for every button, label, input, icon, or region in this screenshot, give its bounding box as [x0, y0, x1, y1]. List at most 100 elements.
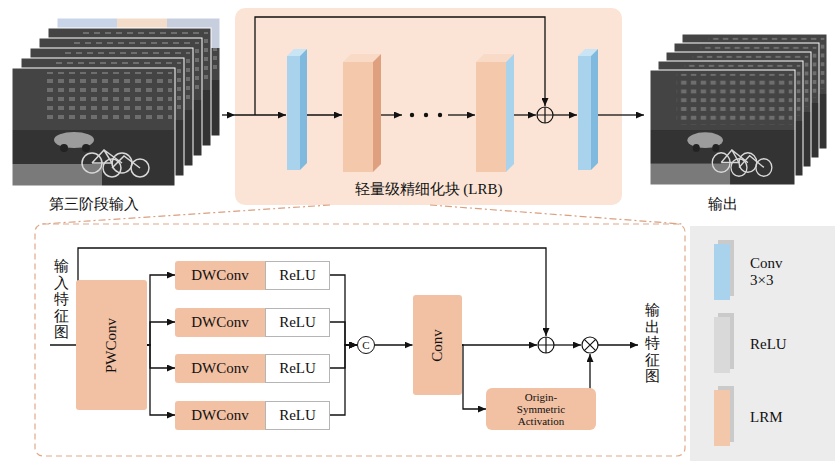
add-symbol — [537, 107, 553, 123]
dwconv-box: DWConv — [175, 401, 265, 430]
output-image-stack — [650, 70, 795, 185]
connector-arrow — [147, 322, 175, 345]
connector-arrow — [147, 345, 175, 415]
legend-text: LRM — [750, 409, 794, 426]
node-text: DWConv — [191, 267, 249, 284]
connector-arrow — [375, 344, 413, 345]
zoom-guide — [430, 205, 682, 224]
connector-arrow — [622, 114, 644, 115]
conv-block — [287, 56, 300, 170]
lrb-panel — [235, 8, 622, 205]
conv-block — [300, 49, 307, 170]
activation-box: Origin-Symmetric Activation — [486, 388, 596, 430]
conv-block — [578, 56, 591, 170]
pwconv-box: PWConv — [76, 280, 147, 410]
detail-wires — [554, 344, 581, 345]
lrm-block — [343, 54, 381, 172]
legend-label: ReLU — [750, 336, 794, 353]
connector-arrow — [330, 345, 357, 368]
input-image: 第三阶段输入 — [6, 4, 222, 218]
dwconv-box: DWConv — [175, 308, 265, 337]
node-text: ReLU — [279, 407, 316, 424]
node-text: 输出 — [650, 195, 795, 214]
add-symbol — [538, 337, 554, 353]
lrm-block — [373, 54, 381, 172]
concat-circle: C — [357, 336, 375, 354]
lrm-block — [476, 62, 506, 172]
dwconv-box: DWConv — [175, 261, 265, 290]
conv-block — [591, 49, 598, 170]
output-image: 输出 — [644, 25, 832, 218]
legend-swatch — [714, 317, 730, 373]
legend-panel — [690, 226, 835, 461]
relu-box: ReLU — [265, 401, 330, 430]
node-text: Conv — [428, 329, 445, 362]
node-text: DWConv — [191, 360, 249, 377]
relu-box: ReLU — [265, 261, 330, 290]
lrb-panel — [448, 114, 475, 115]
lrb-panel — [307, 114, 342, 115]
multiply-symbol — [582, 337, 598, 353]
legend-text: Conv 3×3 — [750, 255, 794, 290]
feature-map-label: 输入特征图 — [54, 258, 69, 341]
output-image-stack — [650, 70, 795, 185]
relu-box: ReLU — [265, 308, 330, 337]
add-symbol — [538, 337, 554, 353]
add-symbol — [537, 107, 553, 123]
lrb-panel — [381, 114, 402, 115]
feature-map-label: 输出特征图 — [645, 302, 660, 385]
connector-arrow — [330, 345, 357, 415]
conv-block — [287, 49, 307, 170]
input-image-stack — [12, 18, 220, 186]
detail-wires — [452, 344, 537, 345]
node-text: ReLU — [279, 314, 316, 331]
lrm-block — [476, 54, 514, 172]
label-text: 输出特征图 — [645, 302, 660, 385]
output-image-stack — [650, 34, 827, 185]
detail-panel — [35, 224, 685, 456]
refine-block-panel: 轻量级精细化块 (LRB) — [235, 8, 622, 205]
lrb-panel — [514, 114, 536, 115]
node-text: 第三阶段输入 — [6, 195, 182, 214]
detail-wires — [589, 354, 590, 389]
multiply-symbol — [584, 339, 595, 350]
node-text: DWConv — [191, 314, 249, 331]
legend-label: LRM — [750, 409, 794, 426]
ellipsis-dots — [424, 113, 428, 117]
ellipsis-dots — [410, 113, 414, 117]
connector-arrow — [330, 275, 357, 345]
detail-wires — [598, 344, 638, 345]
node-text: PWConv — [103, 317, 120, 372]
relu-box: ReLU — [265, 354, 330, 383]
node-text: DWConv — [191, 407, 249, 424]
add-symbol — [538, 337, 554, 353]
add-symbol — [537, 107, 553, 123]
conv-box: Conv — [413, 295, 462, 395]
connector-arrow — [147, 275, 175, 345]
legend-text: ReLU — [750, 336, 794, 353]
node-text: ReLU — [279, 267, 316, 284]
multiply-symbol — [582, 337, 598, 353]
ellipsis-dots — [438, 113, 442, 117]
legend-label: Conv 3×3 — [750, 255, 794, 290]
label-text: 输入特征图 — [54, 258, 69, 341]
connector-arrow — [147, 345, 175, 368]
node-text: 轻量级精细化块 (LRB) — [235, 180, 622, 199]
lrm-block — [506, 54, 514, 172]
lrb-panel — [235, 8, 622, 205]
lrb-panel — [553, 114, 577, 115]
connector-arrow — [462, 345, 487, 409]
legend-swatch — [714, 390, 730, 446]
detail-wires — [78, 248, 546, 345]
connector-arrow — [330, 322, 357, 345]
conv-block — [578, 49, 598, 170]
dwconv-box: DWConv — [175, 354, 265, 383]
connector-arrow — [222, 114, 235, 115]
input-image-stack — [12, 68, 175, 186]
lrb-panel — [598, 114, 622, 115]
input-image-stack — [12, 68, 175, 186]
lrm-block — [343, 62, 373, 172]
node-text: ReLU — [279, 360, 316, 377]
ellipsis-dots — [410, 113, 442, 117]
node-text: Origin-Symmetric Activation — [504, 391, 578, 427]
